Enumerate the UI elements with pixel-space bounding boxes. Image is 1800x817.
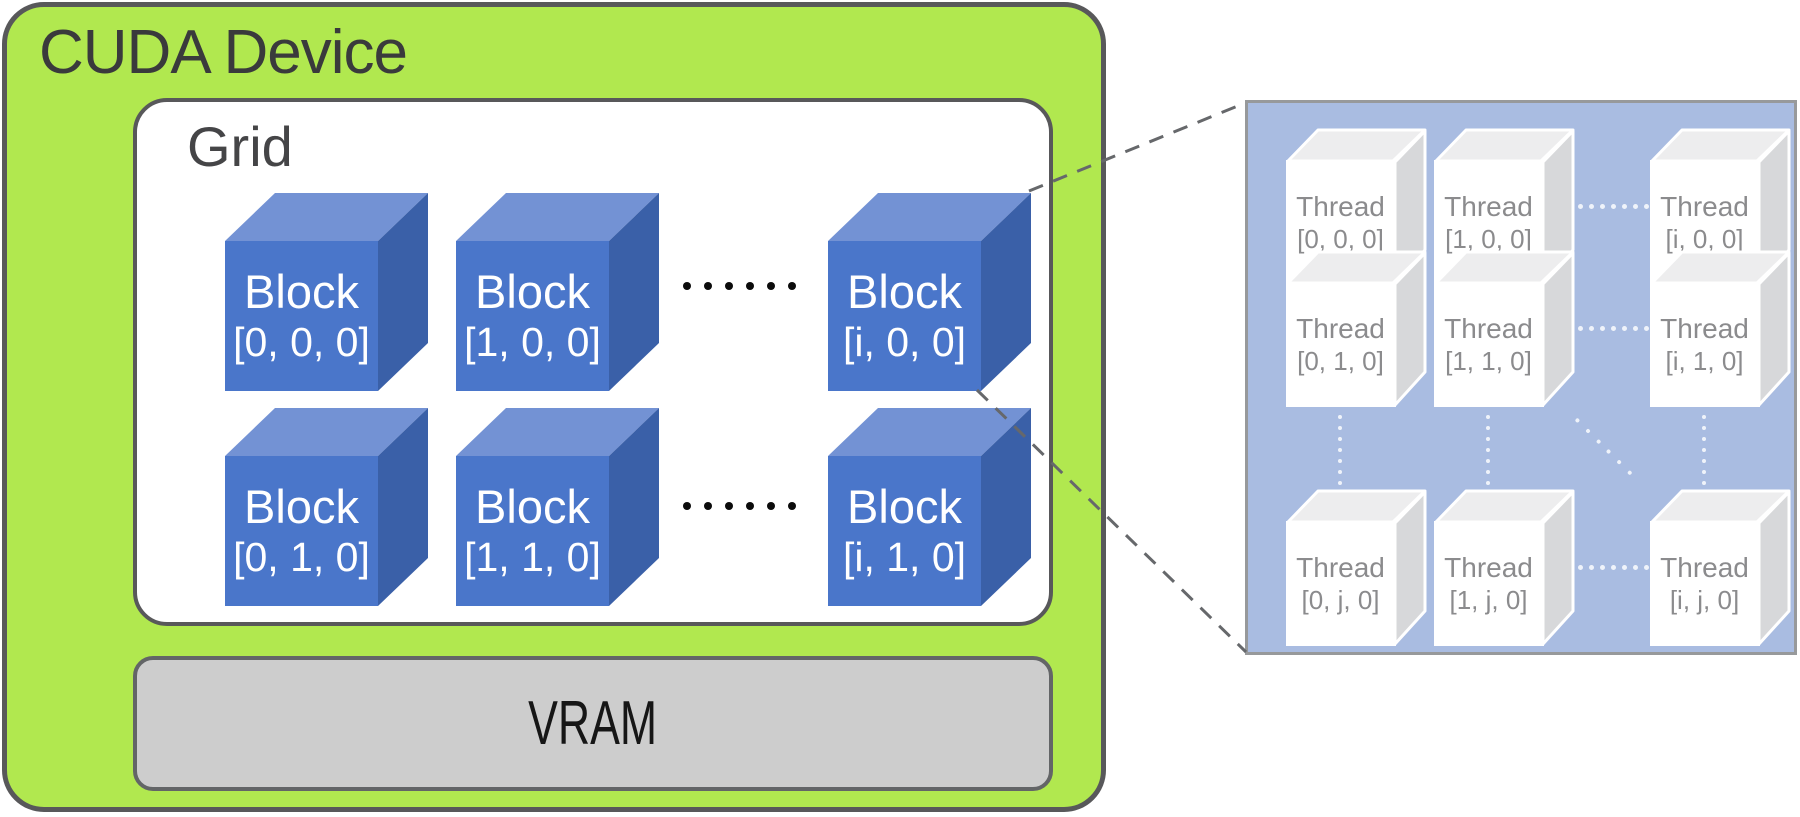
block-label: Block: [244, 480, 359, 534]
thread-cube-i-1-0: Thread [i, 1, 0]: [1650, 250, 1791, 407]
ellipsis-dots-icon: [683, 502, 796, 510]
thread-cube-text: Thread [1, j, 0]: [1434, 522, 1543, 646]
ellipsis-dots-icon: [1578, 326, 1649, 331]
block-cube-text: Block [0, 1, 0]: [225, 456, 378, 606]
cuda-device-title: CUDA Device: [39, 18, 408, 87]
thread-index: [1, 1, 0]: [1445, 346, 1532, 377]
ellipsis-dots-icon: [1578, 565, 1649, 570]
thread-label: Thread: [1660, 312, 1749, 344]
block-cube-1-0-0: Block [1, 0, 0]: [456, 193, 659, 391]
block-cube-i-1-0: Block [i, 1, 0]: [828, 408, 1031, 606]
vram-box: VRAM: [133, 656, 1053, 791]
block-label: Block: [475, 265, 590, 319]
block-cube-1-1-0: Block [1, 1, 0]: [456, 408, 659, 606]
block-label: Block: [244, 265, 359, 319]
thread-cube-0-0-0: Thread [0, 0, 0]: [1286, 128, 1427, 285]
vram-label: VRAM: [528, 689, 658, 758]
thread-cube-text: Thread [0, j, 0]: [1286, 522, 1395, 646]
block-cube-text: Block [1, 0, 0]: [456, 241, 609, 391]
block-cube-0-1-0: Block [0, 1, 0]: [225, 408, 428, 606]
vertical-ellipsis-dots-icon: [1338, 415, 1342, 485]
ellipsis-dots-icon: [683, 282, 796, 290]
thread-cube-1-0-0: Thread [1, 0, 0]: [1434, 128, 1575, 285]
block-cube-text: Block [1, 1, 0]: [456, 456, 609, 606]
block-label: Block: [847, 480, 962, 534]
thread-index: [i, 0, 0]: [1665, 224, 1744, 255]
diagonal-ellipsis-dots-icon: [1574, 417, 1633, 476]
thread-cube-1-j-0: Thread [1, j, 0]: [1434, 489, 1575, 646]
block-cube-i-0-0: Block [i, 0, 0]: [828, 193, 1031, 391]
thread-label: Thread: [1444, 190, 1533, 222]
thread-cube-text: Thread [i, 0, 0]: [1650, 161, 1759, 285]
thread-label: Thread: [1444, 312, 1533, 344]
thread-cube-text: Thread [1, 0, 0]: [1434, 161, 1543, 285]
grid-box: Grid Block [0, 0, 0] Block [1, 0, 0] Blo…: [133, 98, 1053, 626]
thread-cube-text: Thread [0, 0, 0]: [1286, 161, 1395, 285]
block-index: [i, 0, 0]: [842, 318, 967, 365]
thread-index: [i, 1, 0]: [1665, 346, 1744, 377]
block-cube-text: Block [i, 0, 0]: [828, 241, 981, 391]
thread-cube-0-1-0: Thread [0, 1, 0]: [1286, 250, 1427, 407]
thread-cube-text: Thread [1, 1, 0]: [1434, 283, 1543, 407]
vertical-ellipsis-dots-icon: [1702, 415, 1706, 485]
block-index: [i, 1, 0]: [842, 533, 967, 580]
block-cube-0-0-0: Block [0, 0, 0]: [225, 193, 428, 391]
block-label: Block: [475, 480, 590, 534]
block-index: [1, 0, 0]: [464, 318, 601, 365]
thread-cube-text: Thread [i, j, 0]: [1650, 522, 1759, 646]
thread-index: [0, 0, 0]: [1297, 224, 1384, 255]
thread-cube-i-0-0: Thread [i, 0, 0]: [1650, 128, 1791, 285]
thread-label: Thread: [1444, 551, 1533, 583]
thread-index: [0, 1, 0]: [1297, 346, 1384, 377]
thread-index: [i, j, 0]: [1669, 585, 1740, 616]
thread-index: [1, j, 0]: [1449, 585, 1528, 616]
thread-cube-text: Thread [i, 1, 0]: [1650, 283, 1759, 407]
thread-label: Thread: [1660, 551, 1749, 583]
ellipsis-dots-icon: [1578, 204, 1649, 209]
block-cube-text: Block [0, 0, 0]: [225, 241, 378, 391]
cuda-device-box: CUDA Device Grid Block [0, 0, 0] Block […: [2, 2, 1106, 812]
vertical-ellipsis-dots-icon: [1486, 415, 1490, 485]
block-cube-text: Block [i, 1, 0]: [828, 456, 981, 606]
block-index: [0, 0, 0]: [233, 318, 370, 365]
thread-label: Thread: [1296, 190, 1385, 222]
block-index: [1, 1, 0]: [464, 533, 601, 580]
thread-cube-0-j-0: Thread [0, j, 0]: [1286, 489, 1427, 646]
thread-label: Thread: [1296, 551, 1385, 583]
thread-label: Thread: [1660, 190, 1749, 222]
thread-panel: Thread [0, 0, 0] Thread [1, 0, 0] Thread…: [1245, 100, 1797, 655]
thread-index: [0, j, 0]: [1301, 585, 1380, 616]
grid-label: Grid: [187, 115, 293, 178]
thread-cube-1-1-0: Thread [1, 1, 0]: [1434, 250, 1575, 407]
block-index: [0, 1, 0]: [233, 533, 370, 580]
block-label: Block: [847, 265, 962, 319]
thread-index: [1, 0, 0]: [1445, 224, 1532, 255]
thread-cube-text: Thread [0, 1, 0]: [1286, 283, 1395, 407]
thread-label: Thread: [1296, 312, 1385, 344]
thread-cube-i-j-0: Thread [i, j, 0]: [1650, 489, 1791, 646]
